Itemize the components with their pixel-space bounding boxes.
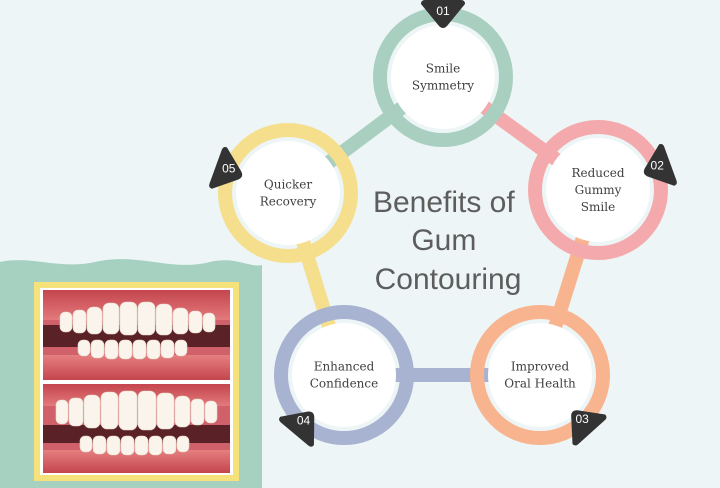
node-ring-05 <box>218 123 358 263</box>
node-circle-05 <box>236 141 340 245</box>
node-label-line: Oral Health <box>504 377 576 391</box>
badge-number-01: 01 <box>436 4 450 18</box>
node-ring-03 <box>470 305 610 445</box>
after-smile-photo-icon <box>43 384 230 473</box>
before-smile-photo-icon <box>43 290 230 380</box>
node-label-line: Gummy <box>575 183 622 197</box>
number-badge-05 <box>209 146 243 189</box>
badge-shape <box>421 0 465 28</box>
node-ring-04 <box>274 305 414 445</box>
node-label-line: Enhanced <box>314 360 375 374</box>
node-label-line: Recovery <box>260 195 317 209</box>
node-circle-02 <box>546 138 650 242</box>
badge-number-05: 05 <box>222 161 236 175</box>
node-circle-01 <box>391 25 495 129</box>
node-ring-02 <box>528 120 668 260</box>
node-label-line: Smile <box>426 62 460 76</box>
number-badge-01 <box>421 0 465 28</box>
node-label-line: Quicker <box>264 178 312 192</box>
badge-shape <box>643 143 677 186</box>
badge-shape <box>209 146 243 189</box>
badge-shape <box>279 411 315 447</box>
node-label-line: Smile <box>581 200 615 214</box>
title-line-1: Benefits of <box>373 186 515 219</box>
node-circle-03 <box>488 323 592 427</box>
node-circle-04 <box>292 323 396 427</box>
node-label-line: Symmetry <box>412 79 474 93</box>
badge-number-04: 04 <box>297 413 311 427</box>
number-badge-02 <box>643 143 677 186</box>
badge-shape <box>571 410 607 446</box>
title-line-2: Gum <box>411 224 476 257</box>
node-label-line: Improved <box>511 360 570 374</box>
number-badge-03 <box>571 410 607 446</box>
number-badge-04 <box>279 411 315 447</box>
title-line-3: Contouring <box>375 263 522 296</box>
badge-number-03: 03 <box>575 412 589 426</box>
badge-number-02: 02 <box>651 158 665 172</box>
node-label-line: Confidence <box>310 377 378 391</box>
diagram-title: Benefits of Gum Contouring <box>373 186 523 296</box>
before-after-photo <box>34 282 239 481</box>
node-label-line: Reduced <box>571 166 624 180</box>
